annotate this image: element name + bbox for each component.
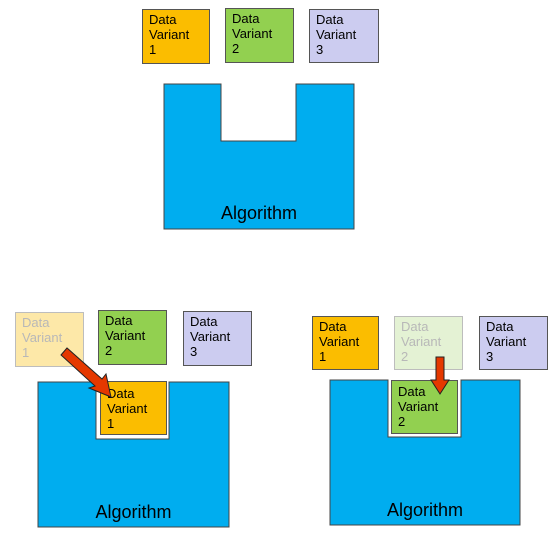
variant-label-line: Data <box>319 319 347 334</box>
variant-label-line: Data <box>398 384 426 399</box>
variant-label-line: Data <box>486 319 514 334</box>
variant-label-line: Variant <box>319 334 360 349</box>
variant-label-line: 3 <box>316 42 324 57</box>
variant-label-line: Variant <box>401 334 442 349</box>
algorithm-block-left <box>37 381 230 528</box>
variant-label-line: Variant <box>486 334 527 349</box>
left-inserted-data-variant-1: Data Variant 1 <box>100 381 167 435</box>
variant-label-line: 1 <box>319 349 327 364</box>
variant-label-line: 2 <box>401 349 409 364</box>
right-data-variant-2-faded: Data Variant 2 <box>394 316 463 370</box>
top-data-variant-1: Data Variant 1 <box>142 9 210 64</box>
variant-label-line: Data <box>232 11 260 26</box>
variant-label-line: 3 <box>486 349 494 364</box>
left-data-variant-2: Data Variant 2 <box>98 310 167 365</box>
variant-label-line: Variant <box>190 329 231 344</box>
variant-label-line: 1 <box>149 42 157 57</box>
variant-label-line: Data <box>149 12 177 27</box>
algorithm-label-right: Algorithm <box>386 500 464 520</box>
left-data-variant-1-faded: Data Variant 1 <box>15 312 84 367</box>
right-inserted-data-variant-2: Data Variant 2 <box>391 380 458 434</box>
variant-label-line: Variant <box>149 27 190 42</box>
variant-label-line: Data <box>316 12 344 27</box>
top-data-variant-3: Data Variant 3 <box>309 9 379 63</box>
variant-label-line: 2 <box>232 41 240 56</box>
variant-label-line: Variant <box>398 399 439 414</box>
variant-label-line: Data <box>107 386 135 401</box>
variant-label-line: Variant <box>316 27 357 42</box>
top-data-variant-2: Data Variant 2 <box>225 8 294 63</box>
variant-label-line: 1 <box>107 416 115 431</box>
right-data-variant-3: Data Variant 3 <box>479 316 548 370</box>
algorithm-label-top: Algorithm <box>220 203 298 223</box>
variant-label-line: Variant <box>232 26 273 41</box>
left-data-variant-3: Data Variant 3 <box>183 311 252 366</box>
variant-label-line: Variant <box>105 328 146 343</box>
variant-label-line: 2 <box>105 343 113 358</box>
algorithm-label-left: Algorithm <box>95 502 172 522</box>
variant-label-line: Variant <box>107 401 148 416</box>
variant-label-line: 3 <box>190 344 198 359</box>
variant-label-line: Data <box>105 313 133 328</box>
variant-label-line: 1 <box>22 345 30 360</box>
variant-label-line: Variant <box>22 330 63 345</box>
algorithm-block-right <box>329 379 521 526</box>
variant-label-line: Data <box>22 315 50 330</box>
algorithm-block-top <box>163 83 355 230</box>
variant-label-line: 2 <box>398 414 406 429</box>
variant-label-line: Data <box>190 314 218 329</box>
right-data-variant-1: Data Variant 1 <box>312 316 379 370</box>
variant-label-line: Data <box>401 319 429 334</box>
